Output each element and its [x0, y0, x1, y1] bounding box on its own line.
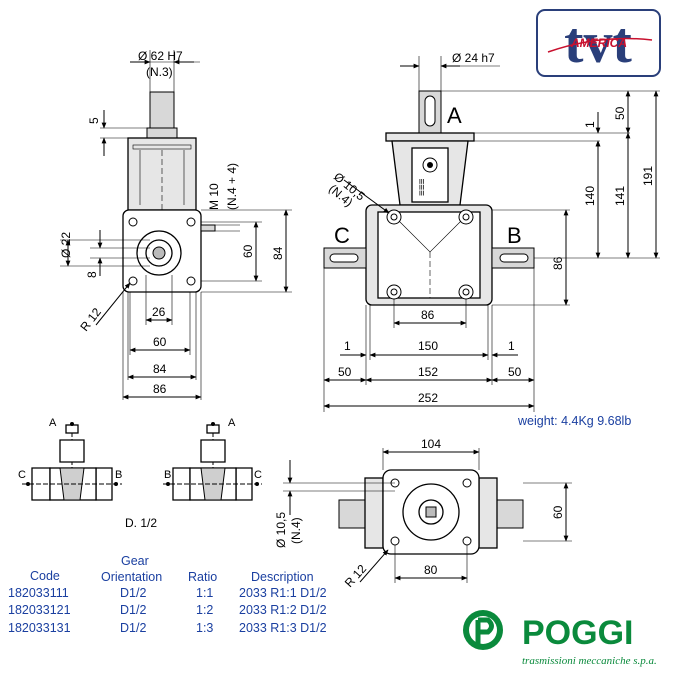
dim-5: 5: [87, 117, 101, 124]
header-ratio: Ratio: [188, 570, 217, 584]
dim-60h: 60: [153, 335, 167, 349]
product-table: Code Gear Orientation Ratio Description …: [8, 554, 327, 635]
dim-bottom-80: 80: [424, 563, 438, 577]
dim-140: 140: [583, 186, 597, 206]
row-code: 182033121: [8, 603, 71, 617]
dim-26: 26: [152, 305, 166, 319]
table-row: 182033131 D1/2 1:3 2033 R1:3 D1/2: [8, 621, 327, 635]
header-code: Code: [30, 569, 60, 583]
orient-left-b: B: [115, 469, 122, 481]
dim-252: 252: [418, 391, 438, 405]
dim-8: 8: [85, 271, 99, 278]
orientation-schematic-left: A C B: [18, 417, 122, 501]
dim-62h7: Ø 62 H7: [138, 49, 183, 63]
orientation-caption: D. 1/2: [125, 516, 157, 530]
dim-86h-front: 86: [421, 308, 435, 322]
dim-84h: 84: [153, 362, 167, 376]
dim-141: 141: [613, 186, 627, 206]
tvt-text: tvt: [564, 10, 632, 75]
dim-22: Ø 22: [59, 232, 73, 258]
front-view: ≡≡≡ A C B Ø 24 h7 Ø 10,5 (N.4): [323, 51, 660, 412]
dim-150: 150: [418, 339, 438, 353]
header-orientation: Orientation: [101, 570, 162, 584]
poggi-tagline: trasmissioni meccaniche s.p.a.: [522, 655, 657, 667]
poggi-name: POGGI: [522, 614, 633, 652]
dim-152: 152: [418, 365, 438, 379]
row-ratio: 1:1: [196, 586, 213, 600]
orient-right-b: B: [164, 469, 171, 481]
table-row: 182033111 D1/2 1:1 2033 R1:1 D1/2: [8, 586, 327, 600]
dim-n3: (N.3): [146, 65, 173, 79]
dim-n44: (N.4 + 4): [225, 163, 239, 210]
label-c: C: [334, 223, 350, 248]
orient-left-c: C: [18, 469, 26, 481]
dim-bottom-n4: (N.4): [289, 517, 303, 544]
orientation-schematic-right: A B C: [163, 417, 262, 501]
orient-left-a: A: [49, 417, 57, 429]
side-view: Ø 62 H7 (N.3) 5 M 10 (N.4 + 4) 60 84 Ø 2…: [59, 49, 292, 400]
dim-1r: 1: [508, 339, 515, 353]
row-orientation: D1/2: [120, 603, 146, 617]
svg-text:≡≡≡: ≡≡≡: [417, 178, 428, 196]
header-gear: Gear: [121, 554, 149, 568]
dim-bottom-d105: Ø 10,5: [274, 512, 288, 548]
dim-86h: 86: [153, 382, 167, 396]
dim-bottom-60: 60: [551, 505, 565, 519]
dim-24h7: Ø 24 h7: [452, 51, 495, 65]
dim-104: 104: [421, 437, 441, 451]
weight-label: weight: 4.4Kg 9.68lb: [517, 414, 631, 428]
row-description: 2033 R1:3 D1/2: [239, 621, 327, 635]
dim-191: 191: [641, 166, 655, 186]
row-code: 182033111: [8, 586, 69, 600]
row-ratio: 1:2: [196, 603, 213, 617]
row-description: 2033 R1:2 D1/2: [239, 603, 327, 617]
dim-50v: 50: [613, 106, 627, 120]
tvt-america-logo: tvt AMERICA: [536, 9, 661, 77]
orient-right-a: A: [228, 417, 236, 429]
dim-50r: 50: [508, 365, 522, 379]
row-code: 182033131: [8, 621, 71, 635]
dim-1v: 1: [583, 121, 597, 128]
label-a: A: [447, 103, 462, 128]
orient-right-c: C: [254, 469, 262, 481]
table-row: 182033121 D1/2 1:2 2033 R1:2 D1/2: [8, 603, 327, 617]
poggi-logo: POGGI trasmissioni meccaniche s.p.a.: [463, 610, 657, 667]
dim-50l: 50: [338, 365, 352, 379]
dim-m10: M 10: [207, 183, 221, 210]
row-orientation: D1/2: [120, 621, 146, 635]
header-description: Description: [251, 570, 314, 584]
row-orientation: D1/2: [120, 586, 146, 600]
dim-60v: 60: [241, 244, 255, 258]
dim-84v: 84: [271, 246, 285, 260]
row-description: 2033 R1:1 D1/2: [239, 586, 327, 600]
label-b: B: [507, 223, 522, 248]
bottom-view: 104 Ø 10,5 (N.4) 60 R 12 80: [274, 437, 572, 590]
row-ratio: 1:3: [196, 621, 213, 635]
dim-1l: 1: [344, 339, 351, 353]
dim-86v: 86: [551, 256, 565, 270]
